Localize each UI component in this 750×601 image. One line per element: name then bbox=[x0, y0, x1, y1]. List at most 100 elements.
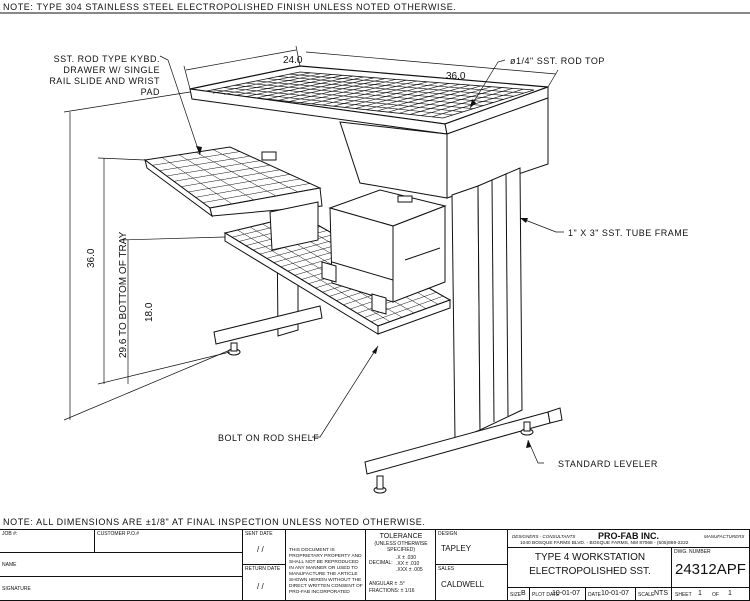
rod-line bbox=[159, 155, 251, 171]
top-skirt-front bbox=[339, 121, 448, 199]
left-foot-rail bbox=[213, 305, 323, 345]
rod-line bbox=[267, 76, 364, 100]
box-latch bbox=[321, 261, 337, 283]
date-value: 10-01-07 bbox=[601, 590, 630, 597]
fractions-tolerance: FRACTIONS: ± 1/16 bbox=[369, 588, 415, 594]
dim-ext bbox=[547, 69, 559, 88]
rod-line bbox=[166, 160, 261, 177]
box-handle bbox=[397, 195, 413, 203]
rod-line bbox=[234, 74, 332, 96]
callout-rod-shelf: BOLT ON ROD SHELF bbox=[218, 433, 319, 443]
right-foot-rail-end bbox=[547, 407, 563, 424]
leg-detail bbox=[505, 173, 509, 417]
leveler-stem bbox=[230, 342, 238, 352]
plot-date: 10-01-07 bbox=[552, 590, 581, 597]
rod-line bbox=[152, 151, 241, 166]
dim-ext bbox=[119, 236, 226, 241]
rod-line bbox=[377, 84, 471, 112]
leader-leveler bbox=[527, 439, 544, 464]
rod-line bbox=[344, 82, 439, 108]
decimal-value: .XXX ± .005 bbox=[396, 567, 423, 573]
dwg-number-label: DWG. NUMBER bbox=[674, 549, 711, 555]
company-name: PRO-FAB INC. bbox=[598, 531, 660, 541]
dimension-lines bbox=[63, 45, 559, 421]
sheet-cell: SHEET 1 OF 1 bbox=[672, 588, 750, 601]
size-label: SIZE bbox=[510, 592, 522, 598]
dwg-number-cell: DWG. NUMBER 24312APF bbox=[672, 548, 750, 588]
rod-grid bbox=[212, 72, 524, 118]
company-role-left: DESIGNERS - CONSULTANTS bbox=[512, 534, 576, 539]
name-label: NAME bbox=[2, 562, 17, 568]
scale-label: SCALE bbox=[638, 592, 655, 598]
rod-line bbox=[431, 88, 524, 118]
design-value: TAPLEY bbox=[441, 544, 472, 553]
rod-line bbox=[278, 77, 375, 101]
date-label: DATE bbox=[588, 592, 601, 598]
drawing-title-line: TYPE 4 WORKSTATION bbox=[534, 552, 646, 563]
rod-line bbox=[289, 78, 386, 102]
plot-date-label: PLOT DATE bbox=[532, 592, 560, 598]
decimal-value: .X ± .030 bbox=[396, 555, 416, 561]
return-date-value: / / bbox=[257, 582, 264, 591]
rod-line bbox=[410, 87, 503, 115]
tolerance-cell: TOLERANCE (UNLESS OTHERWISE SPECIFIED) D… bbox=[366, 530, 436, 601]
proprietary-cell: THIS DOCUMENT IS PROPRIETARY PROPERTY AN… bbox=[286, 530, 366, 601]
signature-cell: SIGNATURE bbox=[0, 577, 243, 601]
dim-width-text: 24.0 bbox=[283, 55, 303, 66]
sent-date-label: SENT DATE bbox=[245, 531, 273, 537]
callout-line: DRAWER W/ SINGLE bbox=[63, 65, 160, 75]
company-cell: DESIGNERS - CONSULTANTS PRO-FAB INC. MAN… bbox=[508, 530, 750, 548]
box-detail bbox=[331, 261, 394, 281]
scale-cell: SCALE NTS bbox=[636, 588, 672, 601]
dim-ext bbox=[97, 351, 231, 385]
drawer-latch bbox=[261, 151, 277, 161]
levelers bbox=[227, 342, 534, 494]
workstation-drawing: SST. ROD TYPE KYBD. DRAWER W/ SINGLE RAI… bbox=[0, 12, 750, 494]
leader-shelf bbox=[312, 345, 379, 438]
job-label: JOB #: bbox=[2, 531, 18, 537]
title-block: JOB #: CUSTOMER P.O.# NAME SIGNATURE SEN… bbox=[0, 529, 750, 601]
dim-shelf-text: 18.0 bbox=[144, 302, 155, 322]
customer-po-cell: CUSTOMER P.O.# bbox=[95, 530, 243, 553]
dim-ext bbox=[295, 45, 301, 67]
rod-line bbox=[300, 79, 396, 103]
design-cell: DESIGN TAPLEY bbox=[436, 530, 508, 565]
proprietary-text: THIS DOCUMENT IS PROPRIETARY PROPERTY AN… bbox=[289, 548, 363, 595]
top-skirt-right bbox=[446, 97, 549, 199]
rod-line bbox=[212, 149, 299, 193]
rod-line bbox=[333, 81, 428, 107]
callout-rod-top: ø1/4" SST. ROD TOP bbox=[510, 56, 605, 66]
dim-height-text: 36.0 bbox=[86, 248, 97, 268]
keyboard-drawer bbox=[143, 146, 323, 251]
leveler-stem bbox=[376, 475, 384, 490]
rod-line bbox=[388, 85, 481, 113]
dim-depth-text: 36.0 bbox=[446, 71, 466, 82]
tube-frame bbox=[213, 167, 563, 475]
tolerance-sub: (UNLESS OTHERWISE SPECIFIED) bbox=[374, 541, 428, 553]
size-value: B bbox=[521, 590, 526, 597]
rod-top bbox=[189, 65, 549, 199]
box-detail bbox=[404, 247, 441, 261]
tolerance-title: TOLERANCE bbox=[379, 533, 423, 540]
dim-ext bbox=[183, 65, 191, 90]
company-address: 1040 BOSQUE FARMS BLVD. - BOSQUE FARMS, … bbox=[520, 541, 689, 546]
scale-value: NTS bbox=[654, 590, 668, 597]
rod-line bbox=[212, 72, 311, 94]
callout-line: SST. ROD TYPE KYBD. bbox=[54, 54, 160, 64]
leg-detail bbox=[491, 179, 495, 423]
rod-line bbox=[311, 79, 407, 105]
rod-line bbox=[355, 83, 449, 109]
company-role-right: MANUFACTURERS bbox=[704, 534, 745, 539]
rod-line bbox=[161, 157, 233, 205]
right-leg-front bbox=[451, 185, 481, 441]
design-label: DESIGN bbox=[438, 531, 458, 537]
dim-ext bbox=[63, 91, 191, 113]
dim-ext bbox=[97, 157, 146, 161]
size-cell: SIZE B bbox=[508, 588, 530, 601]
tolerance-note: NOTE: ALL DIMENSIONS ARE ±1/8" AT FINAL … bbox=[3, 517, 426, 527]
top-front-edge bbox=[189, 88, 448, 135]
sent-date-cell: SENT DATE / / bbox=[243, 530, 286, 565]
customer-po-label: CUSTOMER P.O.# bbox=[97, 531, 140, 537]
leader-arrowheads bbox=[196, 99, 531, 448]
